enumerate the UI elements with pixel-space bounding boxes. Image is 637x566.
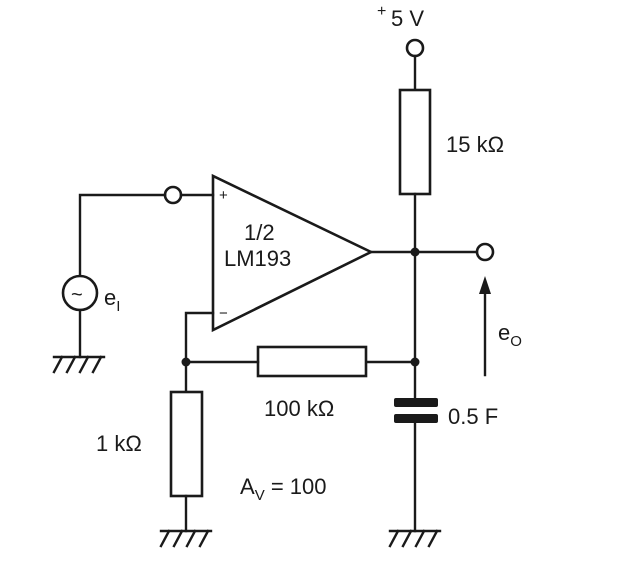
gain-annotation: AV = 100 — [240, 474, 326, 504]
supply-voltage-label: 5 V — [391, 6, 424, 31]
capacitor-top-plate — [394, 398, 438, 407]
opamp-label-line1: 1/2 — [244, 220, 275, 245]
feedback-resistor-value: 100 kΩ — [264, 396, 334, 421]
supply-plus-sign: + — [377, 3, 386, 20]
input-terminal — [163, 185, 183, 205]
output-terminal — [475, 242, 495, 262]
ground-icon — [52, 355, 106, 374]
ground-resistor-value: 1 kΩ — [96, 431, 142, 456]
output-signal-label: eO — [498, 320, 522, 350]
capacitor-value: 0.5 F — [448, 404, 498, 429]
ground-icon — [388, 529, 442, 548]
opamp-noninverting-sign: + — [219, 187, 228, 204]
output-voltage-arrowhead — [479, 276, 491, 294]
opamp-inverting-sign: − — [219, 305, 228, 322]
feedback-resistor — [256, 345, 368, 378]
pullup-resistor — [398, 88, 432, 196]
pullup-resistor-value: 15 kΩ — [446, 132, 504, 157]
opamp-label-line2: LM193 — [224, 246, 291, 271]
ac-source-symbol: ~ — [71, 284, 83, 306]
ground-icon — [159, 529, 213, 548]
opamp-triangle — [211, 173, 374, 333]
inverting-input-wire — [184, 311, 215, 364]
supply-terminal — [405, 38, 425, 58]
capacitor-bottom-plate — [394, 414, 438, 423]
input-to-source-wire — [78, 193, 167, 278]
ground-resistor — [169, 390, 204, 498]
input-signal-label: eI — [104, 285, 120, 315]
